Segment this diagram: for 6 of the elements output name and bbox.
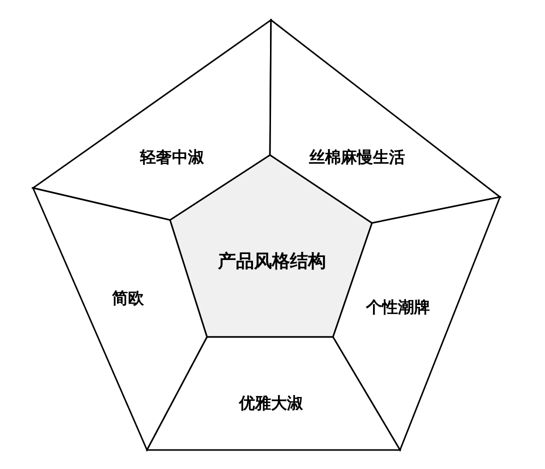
segment-label: 轻奢中淑 [140, 147, 204, 167]
segment-label: 简欧 [112, 288, 144, 308]
segment-label: 丝棉麻慢生活 [309, 147, 405, 167]
segment-label: 个性潮牌 [366, 297, 430, 317]
center-label: 产品风格结构 [218, 251, 326, 273]
segment-label: 优雅大淑 [239, 393, 303, 413]
